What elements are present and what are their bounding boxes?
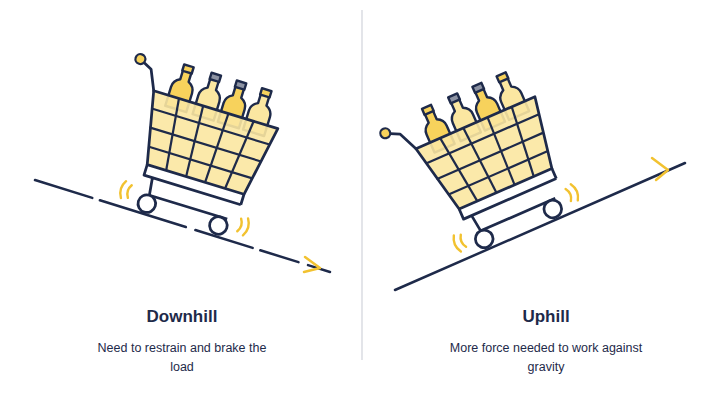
- panel-description: Need to restrain and brake the load: [87, 339, 277, 377]
- panel-heading: Downhill: [147, 307, 218, 327]
- panel-description: More force needed to work against gravit…: [446, 339, 646, 377]
- cart-downhill: [93, 50, 288, 242]
- direction-arrow: [304, 257, 320, 272]
- direction-arrow: [652, 158, 668, 180]
- cart-uphill: [378, 65, 583, 268]
- slope-line: [35, 180, 330, 272]
- panel-heading: Uphill: [522, 307, 569, 327]
- divider: [361, 10, 362, 360]
